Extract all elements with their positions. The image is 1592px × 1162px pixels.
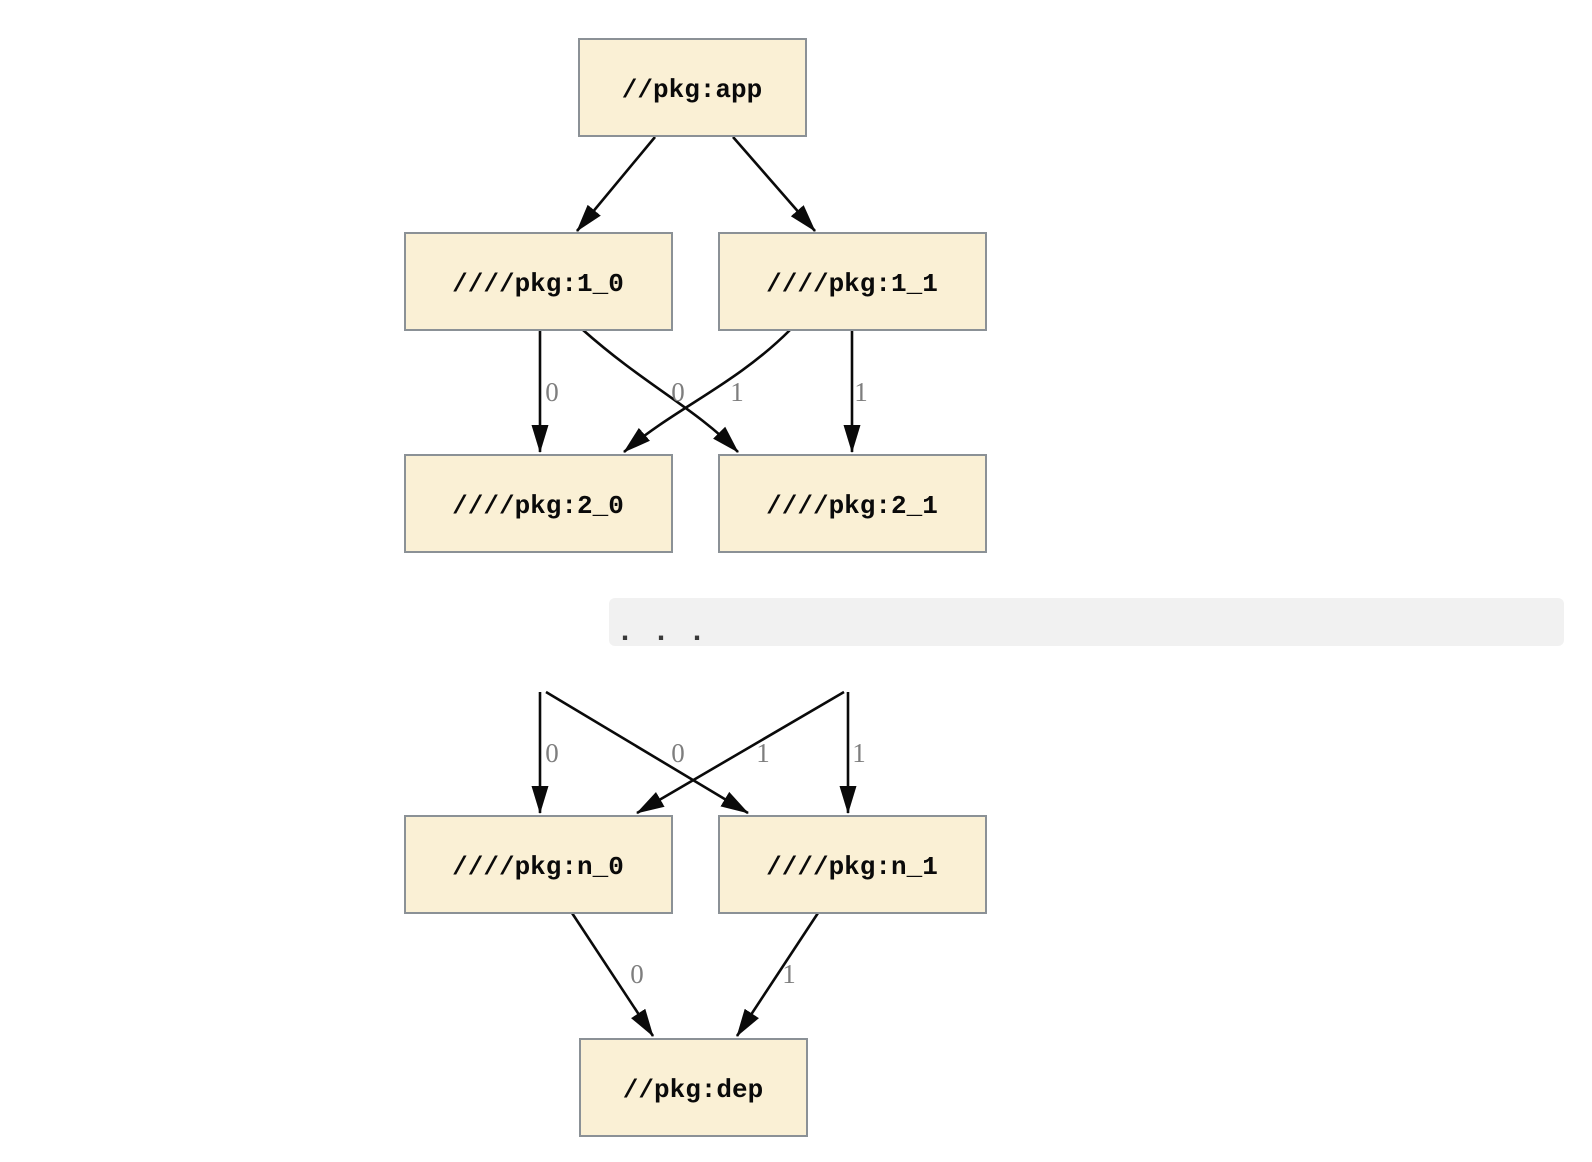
node-pkg-n-1-box	[718, 815, 987, 914]
node-pkg-app-label: //pkg:app	[622, 75, 762, 105]
node-pkg-n-0-label: ////pkg:n_0	[452, 852, 624, 882]
edge-upper-to-pkg-n-1-cross	[545, 690, 749, 815]
node-pkg-2-1-label: ////pkg:2_1	[766, 491, 938, 521]
node-pkg-2-1-box	[718, 454, 987, 553]
node-pkg-dep-box	[579, 1038, 808, 1137]
edge-label-dep-left: 0	[630, 959, 644, 989]
edge-label-rn-right: 1	[852, 738, 866, 768]
ellipsis-bar: . . .	[609, 598, 1564, 650]
edges	[531, 136, 861, 1037]
node-pkg-n-0-box	[404, 815, 673, 914]
edge-label-rn-mid-left: 0	[671, 738, 685, 768]
edge-label-r2-mid-left: 0	[671, 377, 685, 407]
edge-label-dep-right: 1	[782, 959, 796, 989]
edge-pkg-1-1-to-pkg-2-0	[623, 329, 791, 453]
edge-pkg-1-0-to-pkg-2-1	[582, 329, 739, 453]
node-pkg-2-0: ////pkg:2_0	[404, 454, 673, 553]
node-pkg-1-1-label: ////pkg:1_1	[766, 269, 938, 299]
edge-pkg-n-0-to-dep	[570, 912, 655, 1037]
edge-pkg-n-1-to-dep	[735, 912, 820, 1037]
node-pkg-dep-label: //pkg:dep	[623, 1075, 763, 1105]
ellipsis-label: . . .	[616, 616, 706, 650]
edge-label-rn-left: 0	[545, 738, 559, 768]
edge-app-to-pkg-1-1	[732, 136, 816, 232]
edge-upper-to-pkg-n-0-cross	[636, 690, 845, 815]
ellipsis-bar-box	[609, 598, 1564, 646]
node-pkg-1-0: ////pkg:1_0	[404, 232, 673, 331]
node-pkg-n-1: ////pkg:n_1	[718, 815, 987, 914]
node-pkg-1-1: ////pkg:1_1	[718, 232, 987, 331]
node-pkg-app-box	[578, 38, 807, 137]
node-pkg-1-0-label: ////pkg:1_0	[452, 269, 624, 299]
nodes: //pkg:app ////pkg:1_0 ////pkg:1_1 ////pk…	[404, 38, 987, 1137]
edge-labels: 0 0 1 1 0 0 1 1 0 1	[545, 377, 868, 989]
node-pkg-app: //pkg:app	[578, 38, 807, 137]
node-pkg-2-0-box	[404, 454, 673, 553]
node-pkg-1-1-box	[718, 232, 987, 331]
edge-app-to-pkg-1-0	[575, 136, 657, 232]
edge-label-r2-mid-right: 1	[730, 377, 744, 407]
node-pkg-n-0: ////pkg:n_0	[404, 815, 673, 914]
edge-label-r2-left: 0	[545, 377, 559, 407]
node-pkg-2-0-label: ////pkg:2_0	[452, 491, 624, 521]
node-pkg-n-1-label: ////pkg:n_1	[766, 852, 938, 882]
node-pkg-2-1: ////pkg:2_1	[718, 454, 987, 553]
edge-label-rn-mid-right: 1	[756, 738, 770, 768]
node-pkg-1-0-box	[404, 232, 673, 331]
edge-label-r2-right: 1	[854, 377, 868, 407]
node-pkg-dep: //pkg:dep	[579, 1038, 808, 1137]
